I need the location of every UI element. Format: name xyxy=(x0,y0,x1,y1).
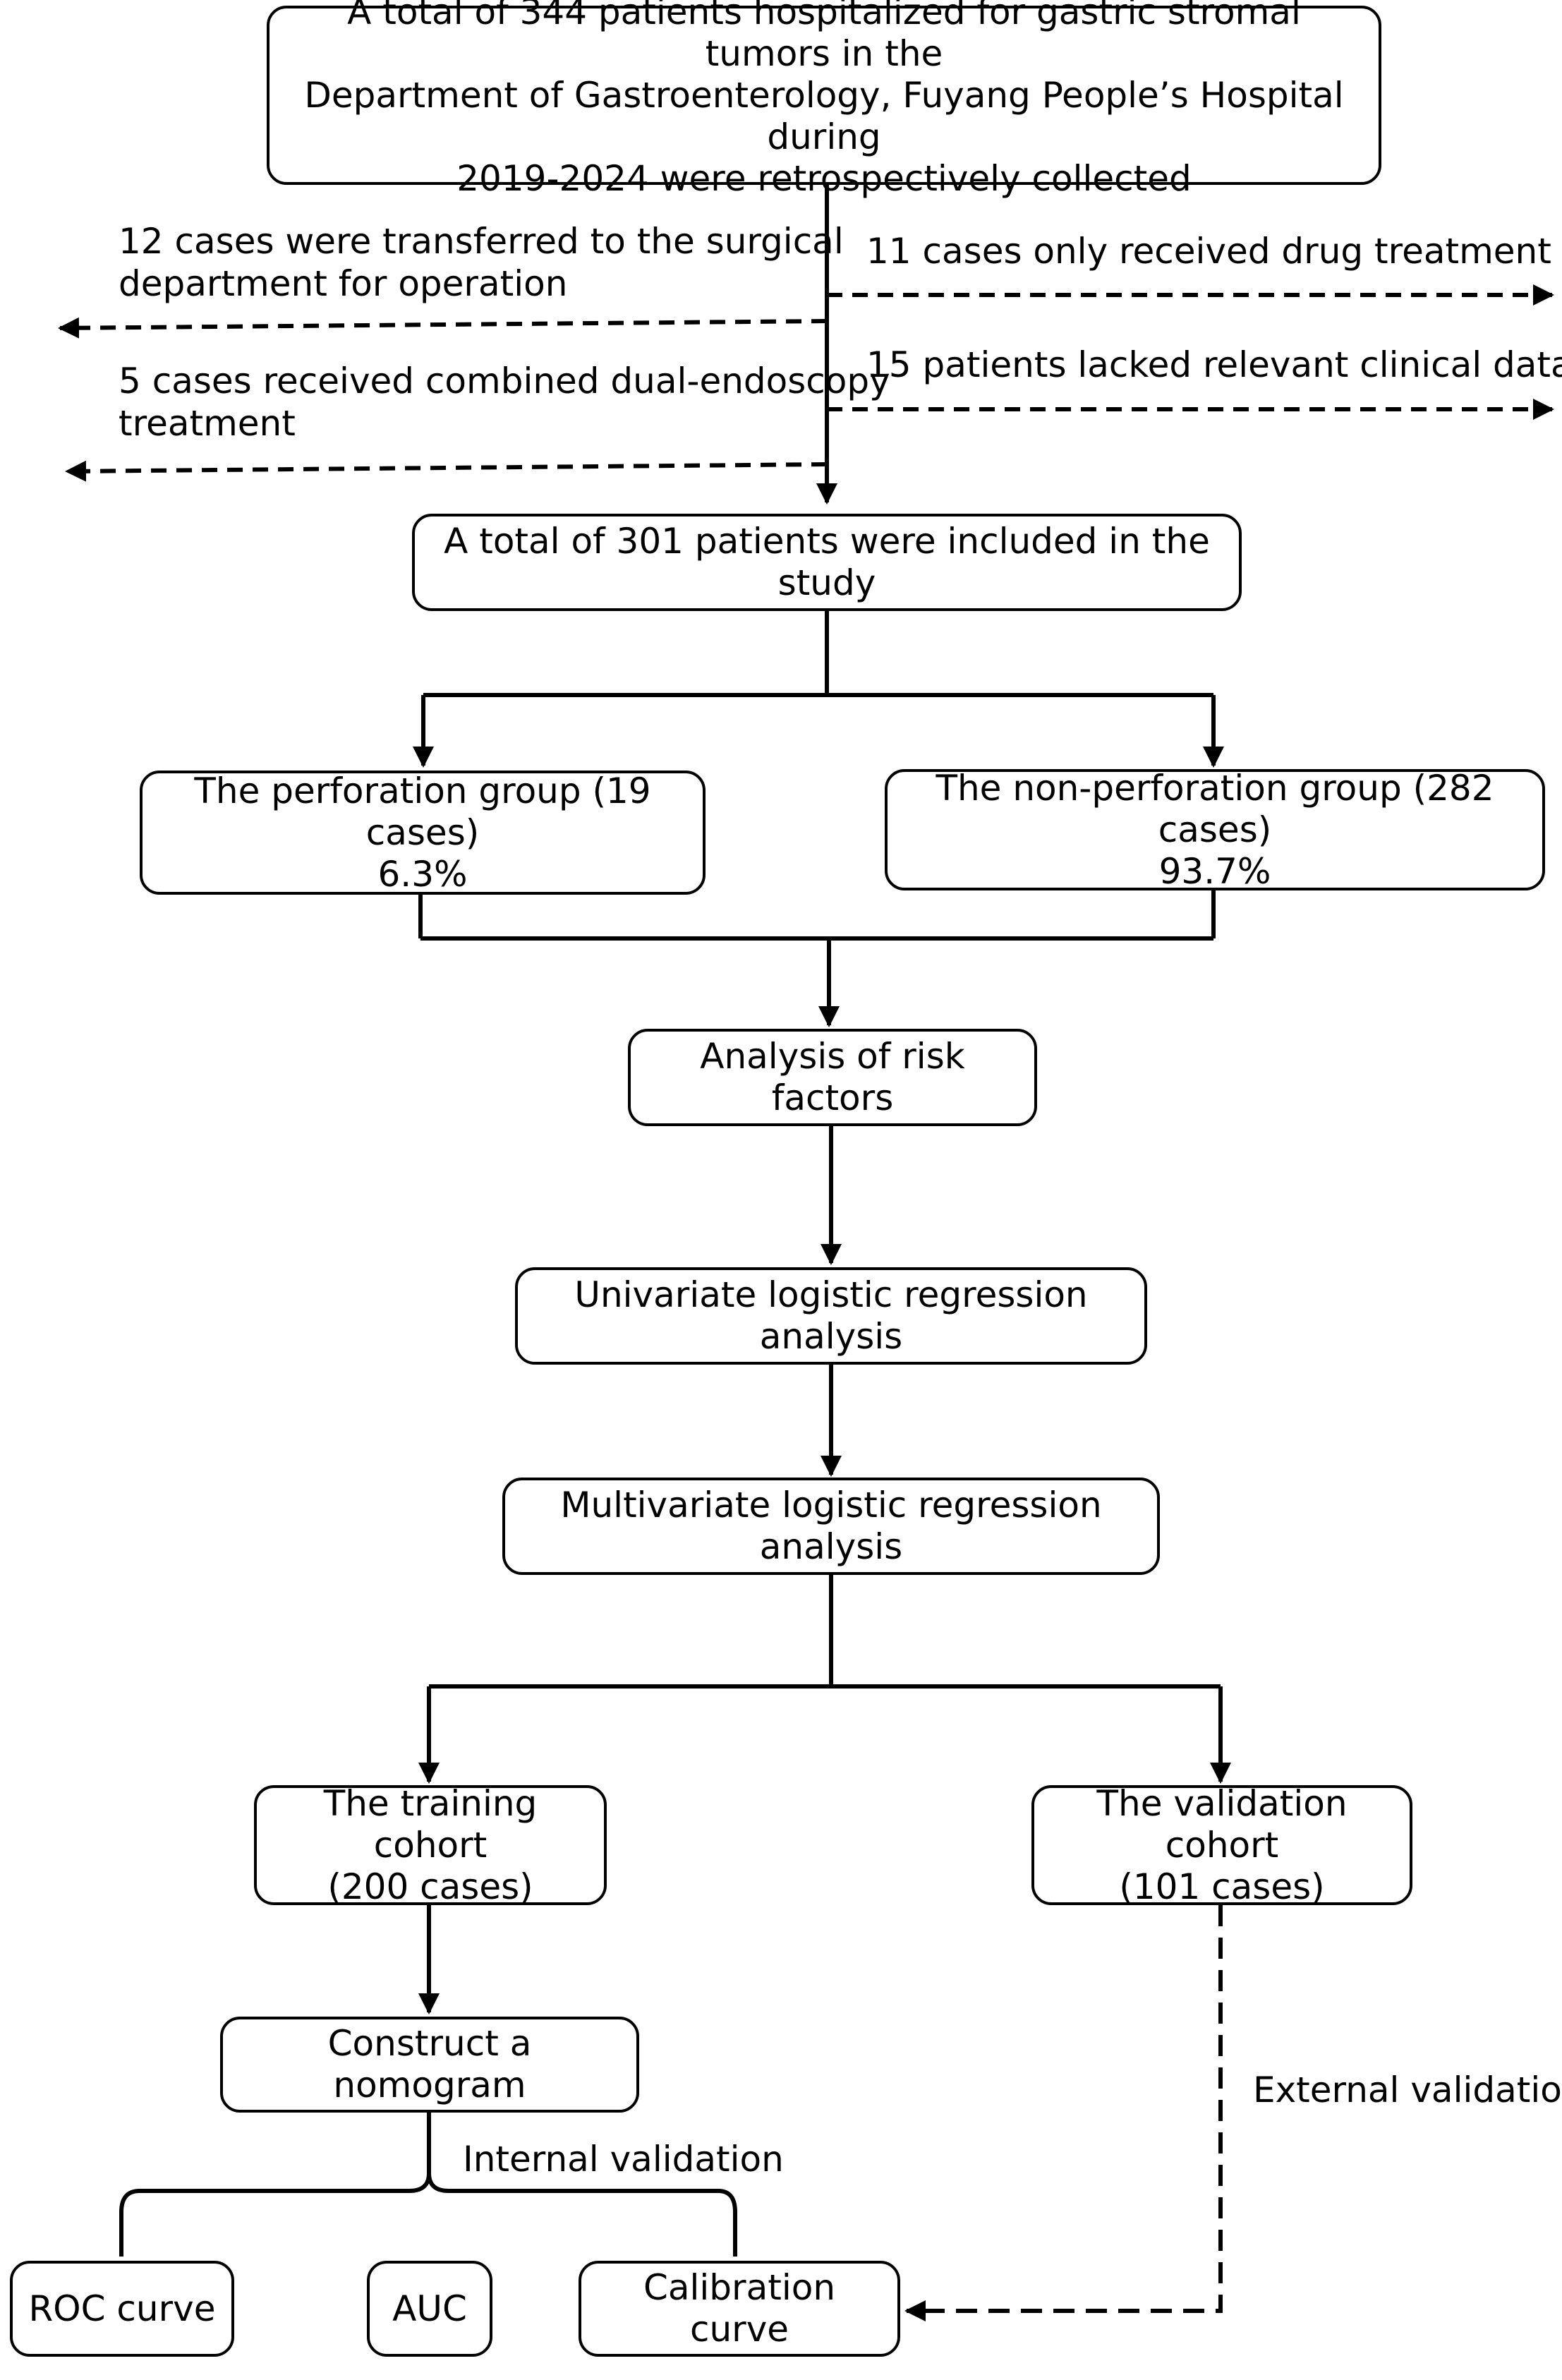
multivariate-box: Multivariate logistic regression analysi… xyxy=(502,1478,1160,1575)
internal-validation-brace xyxy=(119,2113,431,2257)
perforation-group-box: The perforation group (19 cases) 6.3% xyxy=(140,771,706,895)
validation-cohort-box: The validation cohort (101 cases) xyxy=(1031,1783,1412,1907)
exclusion-dual-endoscopy: 5 cases received combined dual-endoscopy… xyxy=(119,361,890,444)
calibration-curve-box: Calibration curve xyxy=(579,2261,900,2357)
exclusion-lacked-data: 15 patients lacked relevant clinical dat… xyxy=(866,344,1562,385)
exclusion-arrow-surgical xyxy=(58,317,828,339)
univariate-box: Univariate logistic regression analysis xyxy=(515,1267,1147,1365)
auc-box: AUC xyxy=(367,2261,492,2357)
internal-validation-label: Internal validation xyxy=(463,2139,784,2180)
exclusion-drug: 11 cases only received drug treatment xyxy=(866,231,1551,272)
external-validation-arrow xyxy=(904,1905,1223,2321)
source-box: A total of 344 patients hospitalized for… xyxy=(267,0,1381,199)
exclusion-arrow-dual-endoscopy xyxy=(65,460,828,482)
roc-curve-box: ROC curve xyxy=(10,2261,234,2357)
training-cohort-box: The training cohort (200 cases) xyxy=(254,1783,607,1907)
non-perforation-group-box: The non-perforation group (282 cases) 93… xyxy=(885,768,1545,892)
included-box: A total of 301 patients were included in… xyxy=(412,514,1242,611)
exclusion-surgical: 12 cases were transferred to the surgica… xyxy=(119,221,844,304)
nomogram-box: Construct a nomogram xyxy=(220,2017,639,2113)
external-validation-label: External validation xyxy=(1253,2070,1562,2110)
risk-factors-box: Analysis of risk factors xyxy=(628,1029,1037,1126)
